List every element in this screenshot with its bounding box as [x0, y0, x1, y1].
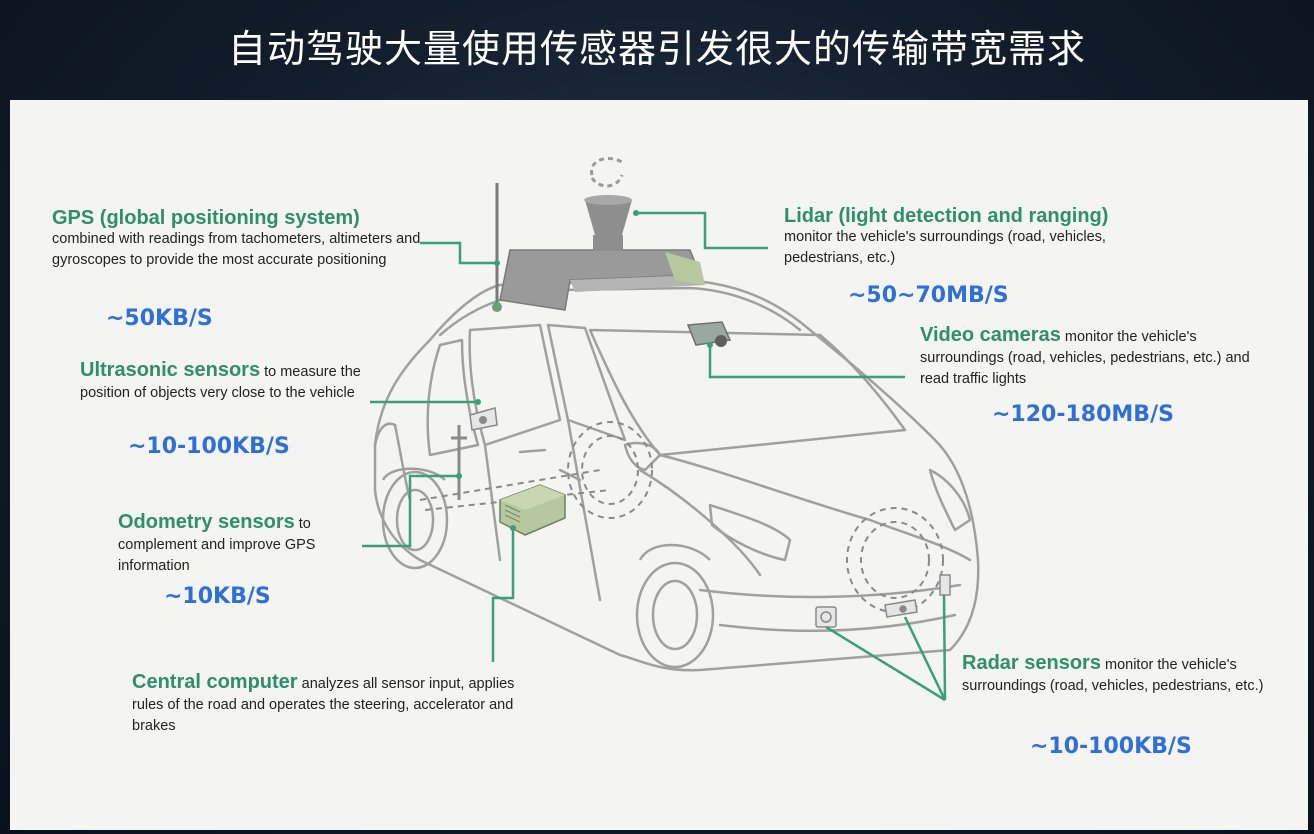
- gps-label: GPS (global positioning system) combined…: [52, 208, 422, 271]
- lidar-name: Lidar (light detection and ranging): [784, 205, 1109, 227]
- slide-title: 自动驾驶大量使用传感器引发很大的传输带宽需求: [227, 27, 1086, 71]
- radar-rate: ~10-100KB/S: [1030, 734, 1192, 759]
- central-computer-name: Central computer: [132, 671, 298, 693]
- ultrasonic-name: Ultrasonic sensors: [80, 359, 261, 381]
- odometry-rate: ~10KB/S: [164, 584, 271, 609]
- ultrasonic-label: Ultrasonic sensors to measure the positi…: [80, 360, 380, 404]
- radar-label: Radar sensors monitor the vehicle's surr…: [962, 653, 1272, 697]
- roof-rack: [499, 249, 705, 311]
- central-computer-label: Central computer analyzes all sensor inp…: [132, 672, 532, 737]
- lidar-rate: ~50~70MB/S: [848, 283, 1009, 308]
- odometry-name: Odometry sensors: [118, 511, 295, 533]
- ultrasonic-rate: ~10-100KB/S: [128, 434, 290, 459]
- gps-description: combined with readings from tachometers,…: [52, 231, 421, 268]
- video-cameras-rate: ~120-180MB/S: [992, 402, 1174, 427]
- video-cameras-name: Video cameras: [920, 324, 1061, 346]
- odometry-description: to complement and improve GPS informatio…: [118, 516, 316, 574]
- radar-name: Radar sensors: [962, 652, 1101, 674]
- video-cameras-label: Video cameras monitor the vehicle's surr…: [920, 325, 1260, 390]
- leader-dots: [456, 210, 713, 531]
- central-computer-box: [499, 484, 566, 536]
- car-outline: [373, 278, 980, 672]
- odometry-sensor: [451, 425, 467, 500]
- central-computer-description: analyzes all sensor input, applies rules…: [132, 676, 515, 734]
- video-cameras-description: monitor the vehicle's surroundings (road…: [920, 329, 1250, 387]
- lidar-unit: [584, 157, 632, 251]
- video-camera: [686, 321, 732, 347]
- gps-rate: ~50KB/S: [106, 306, 213, 331]
- ultrasonic-sensor: [469, 407, 498, 431]
- radar-sensors: [815, 574, 951, 628]
- odometry-label: Odometry sensors to complement and impro…: [118, 512, 366, 577]
- radar-description: monitor the vehicle's surroundings (road…: [962, 657, 1264, 694]
- lidar-label: Lidar (light detection and ranging) moni…: [784, 206, 1184, 269]
- lidar-description: monitor the vehicle's surroundings (road…: [784, 229, 1106, 266]
- gps-antenna: [492, 183, 502, 312]
- leader-lines: [362, 211, 947, 702]
- gps-name: GPS (global positioning system): [52, 207, 360, 229]
- ultrasonic-description: to measure the position of objects very …: [80, 364, 361, 401]
- car-wheels: [381, 467, 715, 669]
- diagram-panel: [10, 100, 1308, 830]
